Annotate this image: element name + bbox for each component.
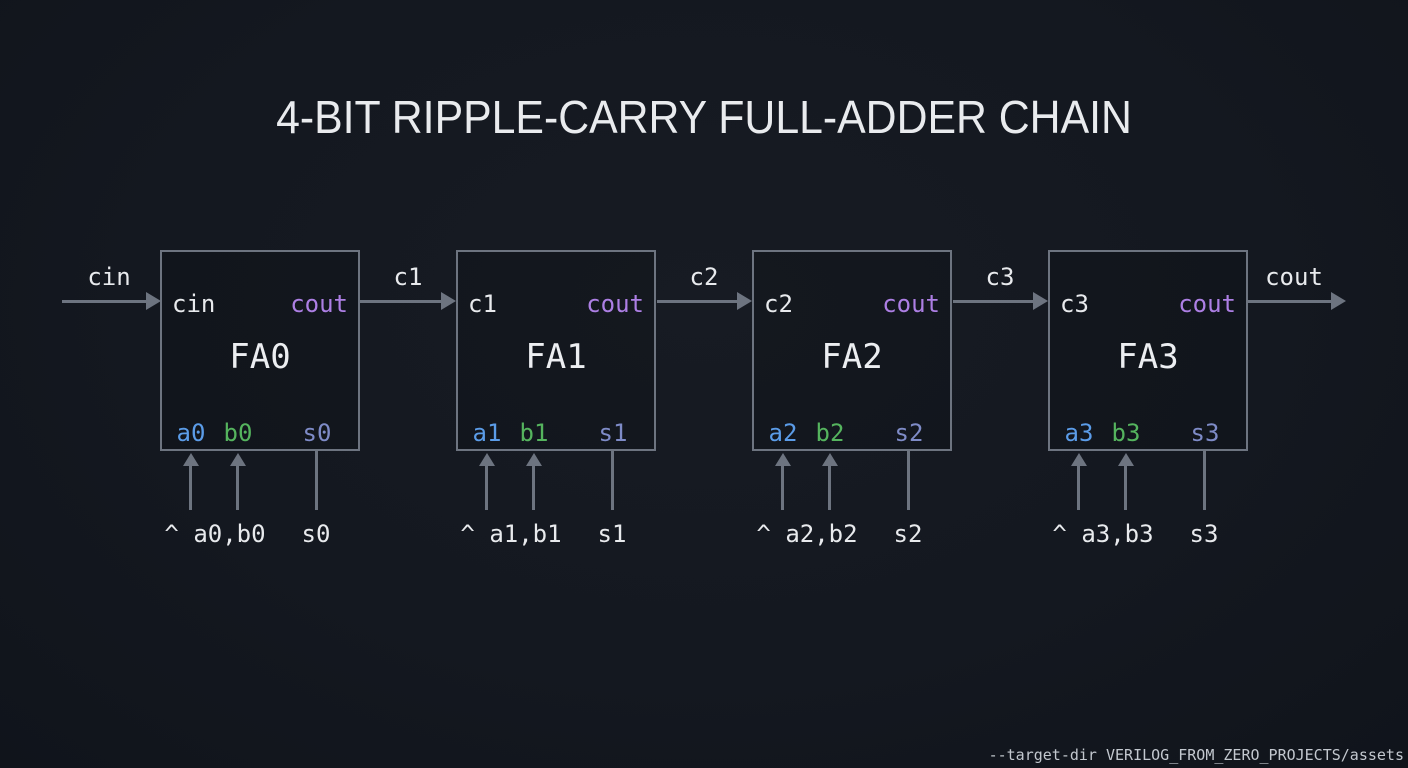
fa0-port-sum: s0 (302, 419, 332, 447)
fa2-sum-label: s2 (893, 520, 923, 548)
fa2-input-expr: ^ a2,b2 (756, 520, 858, 548)
fa3-sum-wire (1203, 451, 1206, 510)
fa2-port-a: a2 (768, 419, 798, 447)
fa2-port-sum: s2 (894, 419, 924, 447)
arrowhead-up-icon (822, 453, 838, 466)
fa0-input-expr: ^ a0,b0 (164, 520, 266, 548)
fa3-box: c3 cout FA3 a3 b3 s3 (1048, 250, 1248, 451)
fa0-input-a-wire (189, 466, 192, 510)
fa1-input-expr: ^ a1,b1 (460, 520, 562, 548)
arrowhead-up-icon (479, 453, 495, 466)
wire-cout (1248, 300, 1332, 303)
fa2-sum-wire (907, 451, 910, 510)
arrowhead-right-icon (1331, 292, 1346, 310)
fa1-sum-label: s1 (597, 520, 627, 548)
fa1-box: c1 cout FA1 a1 b1 s1 (456, 250, 656, 451)
arrowhead-up-icon (183, 453, 199, 466)
wire-label-cin: cin (87, 263, 131, 291)
fa0-name: FA0 (229, 337, 291, 377)
arrowhead-up-icon (775, 453, 791, 466)
fa1-port-carry-out: cout (586, 290, 644, 318)
fa1-name: FA1 (525, 337, 587, 377)
fa3-name: FA3 (1117, 337, 1179, 377)
fa0-port-a: a0 (176, 419, 206, 447)
fa2-port-b: b2 (815, 419, 845, 447)
wire-label-cout: cout (1265, 263, 1323, 291)
wire-label-c1: c1 (393, 263, 423, 291)
fa3-port-carry-out: cout (1178, 290, 1236, 318)
arrowhead-right-icon (441, 292, 456, 310)
arrowhead-up-icon (1118, 453, 1134, 466)
target-dir-caption: --target-dir VERILOG_FROM_ZERO_PROJECTS/… (988, 746, 1404, 764)
wire-label-c3: c3 (985, 263, 1015, 291)
fa0-input-b-wire (236, 466, 239, 510)
wire-c3 (953, 300, 1034, 303)
fa0-port-b: b0 (223, 419, 253, 447)
fa0-sum-wire (315, 451, 318, 510)
arrowhead-up-icon (526, 453, 542, 466)
fa1-port-b: b1 (519, 419, 549, 447)
fa1-port-sum: s1 (598, 419, 628, 447)
arrowhead-right-icon (1033, 292, 1048, 310)
fa1-input-a-wire (485, 466, 488, 510)
wire-cin (62, 300, 148, 303)
full-adder-block-fa1: c1 cout FA1 a1 b1 s1 ^ a1,b1 s1 (456, 250, 656, 550)
fa3-input-a-wire (1077, 466, 1080, 510)
fa1-sum-wire (611, 451, 614, 510)
fa3-port-sum: s3 (1190, 419, 1220, 447)
fa2-input-b-wire (828, 466, 831, 510)
arrowhead-right-icon (146, 292, 161, 310)
fa2-box: c2 cout FA2 a2 b2 s2 (752, 250, 952, 451)
wire-c1 (360, 300, 442, 303)
wire-c2 (657, 300, 738, 303)
fa2-port-carry-in: c2 (764, 290, 793, 318)
full-adder-block-fa0: cin cout FA0 a0 b0 s0 ^ a0,b0 s0 (160, 250, 360, 550)
fa0-port-carry-in: cin (172, 290, 216, 318)
fa3-port-carry-in: c3 (1060, 290, 1089, 318)
fa3-port-b: b3 (1111, 419, 1141, 447)
fa3-port-a: a3 (1064, 419, 1094, 447)
fa1-port-carry-in: c1 (468, 290, 497, 318)
full-adder-block-fa3: c3 cout FA3 a3 b3 s3 ^ a3,b3 s3 (1048, 250, 1248, 550)
arrowhead-right-icon (737, 292, 752, 310)
fa1-input-b-wire (532, 466, 535, 510)
fa3-input-expr: ^ a3,b3 (1052, 520, 1154, 548)
fa2-port-carry-out: cout (882, 290, 940, 318)
fa3-sum-label: s3 (1189, 520, 1219, 548)
page-title: 4-BIT RIPPLE-CARRY FULL-ADDER CHAIN (276, 91, 1132, 143)
arrowhead-up-icon (230, 453, 246, 466)
arrowhead-up-icon (1071, 453, 1087, 466)
fa2-name: FA2 (821, 337, 883, 377)
fa1-port-a: a1 (472, 419, 502, 447)
wire-label-c2: c2 (689, 263, 719, 291)
fa0-port-carry-out: cout (290, 290, 348, 318)
full-adder-block-fa2: c2 cout FA2 a2 b2 s2 ^ a2,b2 s2 (752, 250, 952, 550)
fa2-input-a-wire (781, 466, 784, 510)
fa0-box: cin cout FA0 a0 b0 s0 (160, 250, 360, 451)
fa3-input-b-wire (1124, 466, 1127, 510)
fa0-sum-label: s0 (301, 520, 331, 548)
